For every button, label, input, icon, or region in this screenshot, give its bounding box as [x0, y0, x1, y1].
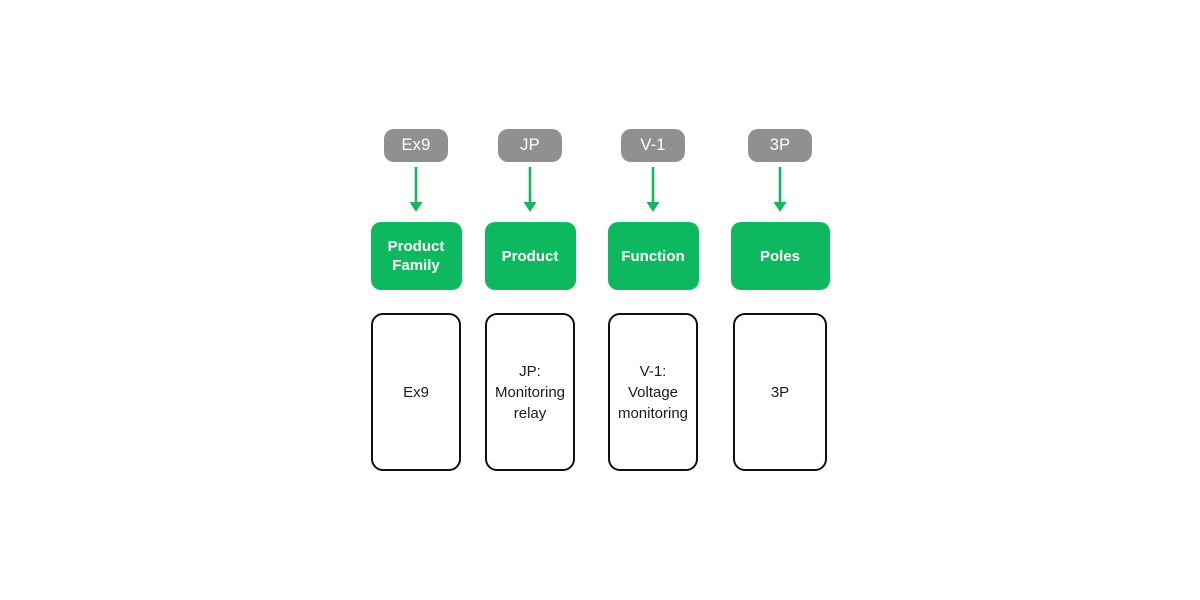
down-arrow-icon	[409, 167, 423, 212]
code-pill-3p: 3P	[748, 129, 812, 162]
category-box-product-family: Product Family	[370, 222, 462, 290]
category-box-function: Function	[607, 222, 699, 290]
code-pill-ex9: Ex9	[384, 129, 448, 162]
meaning-box-ex9: Ex9	[371, 313, 461, 471]
meaning-box-voltage-monitoring: V-1: Voltage monitoring	[608, 313, 698, 471]
down-arrow-icon	[773, 167, 787, 212]
code-pill-jp: JP	[498, 129, 562, 162]
category-box-poles: Poles	[730, 222, 830, 290]
code-pill-v1: V-1	[621, 129, 685, 162]
category-box-product: Product	[484, 222, 576, 290]
meaning-box-monitoring-relay: JP: Monitoring relay	[485, 313, 575, 471]
down-arrow-icon	[646, 167, 660, 212]
down-arrow-icon	[523, 167, 537, 212]
meaning-box-3p: 3P	[733, 313, 827, 471]
